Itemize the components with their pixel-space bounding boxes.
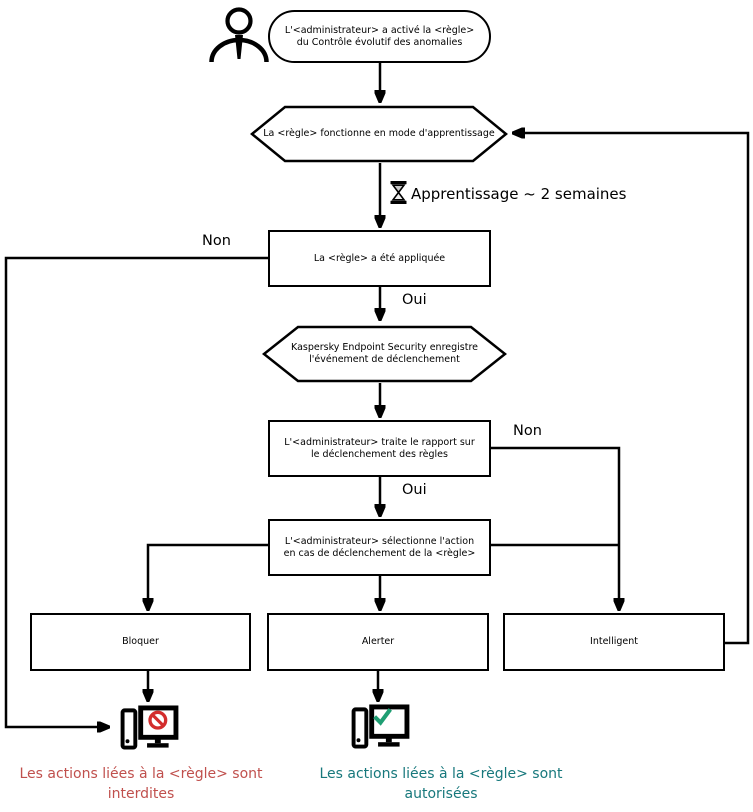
node-select-action: L'<administrateur> sélectionne l'action … (268, 519, 491, 576)
node-start-label: L'<administrateur> a activé la <règle> d… (284, 24, 475, 48)
edge-report-no-to-smart (490, 446, 619, 609)
learning-duration-label: Apprentissage ~ 2 semaines (411, 185, 627, 203)
node-event-logged: Kaspersky Endpoint Security enregistre l… (262, 325, 507, 383)
label-rule-applied-no: Non (202, 233, 231, 249)
node-action-alert: Alerter (267, 613, 489, 671)
node-start: L'<administrateur> a activé la <règle> d… (268, 10, 491, 63)
label-rule-applied-yes: Oui (402, 292, 427, 308)
hourglass-icon (390, 181, 407, 204)
node-rule-applied: La <règle> a été appliquée (268, 230, 491, 287)
label-report-yes: Oui (402, 482, 427, 498)
node-event-logged-label: Kaspersky Endpoint Security enregistre l… (291, 342, 478, 365)
hexagon-shape (262, 325, 507, 383)
hexagon-shape (250, 105, 508, 163)
node-learning-mode: La <règle> fonctionne en mode d'apprenti… (250, 105, 508, 163)
computer-allowed-icon (351, 704, 410, 749)
check-mark-icon (373, 708, 392, 726)
edge-applied-no-to-forbidden (4, 256, 268, 727)
node-report-review: L'<administrateur> traite le rapport sur… (268, 420, 491, 477)
pc-tower (120, 708, 138, 750)
label-report-no: Non (513, 423, 542, 439)
outcome-forbidden-caption: Les actions liées à la <règle> sont inte… (19, 766, 263, 802)
administrator-icon (209, 7, 269, 63)
pc-tower (351, 707, 369, 749)
edge-smart-loop-to-learning (514, 133, 750, 645)
computer-prohibited-icon (120, 705, 179, 750)
node-action-alert-label: Alerter (361, 636, 395, 647)
node-action-block-label: Bloquer (122, 636, 159, 647)
node-report-review-label: L'<administrateur> traite le rapport sur… (284, 436, 475, 460)
prohibition-sign-icon (148, 710, 168, 730)
node-action-smart: Intelligent (503, 613, 725, 671)
node-select-action-label: L'<administrateur> sélectionne l'action … (283, 535, 476, 559)
outcome-allowed-caption: Les actions liées à la <règle> sont auto… (319, 766, 563, 802)
node-rule-applied-label: La <règle> a été appliquée (313, 252, 446, 264)
node-action-block: Bloquer (30, 613, 251, 671)
edge-select-to-block (148, 543, 268, 609)
node-action-smart-label: Intelligent (590, 636, 638, 647)
node-learning-mode-label: La <règle> fonctionne en mode d'apprenti… (263, 128, 495, 139)
